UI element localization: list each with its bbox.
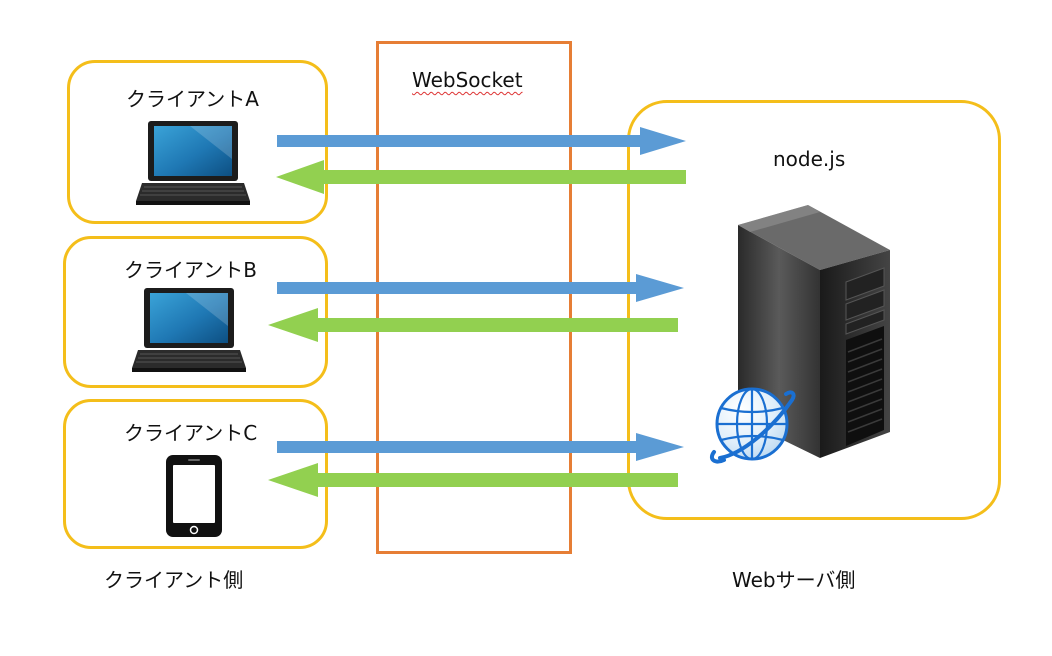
smartphone-icon: [166, 455, 222, 537]
client-box-b: [63, 236, 328, 388]
websocket-label: WebSocket: [412, 68, 523, 92]
response-arrow-b: [268, 308, 678, 342]
request-arrow-a: [277, 127, 686, 155]
client-label-a: クライアントA: [126, 87, 259, 111]
websocket-channel: [376, 41, 572, 554]
response-arrow-a: [276, 160, 686, 194]
server-label: node.js: [773, 147, 846, 171]
laptop-icon: [132, 288, 246, 372]
client-label-c: クライアントC: [124, 421, 258, 445]
request-arrow-b: [277, 274, 684, 302]
response-arrow-c: [268, 463, 678, 497]
laptop-icon: [136, 121, 250, 205]
server-side-label: Webサーバ側: [732, 568, 856, 592]
client-side-label: クライアント側: [104, 568, 244, 592]
globe-icon: [709, 387, 796, 464]
request-arrow-c: [277, 433, 684, 461]
client-label-b: クライアントB: [124, 258, 257, 282]
server-box: [627, 100, 1001, 520]
